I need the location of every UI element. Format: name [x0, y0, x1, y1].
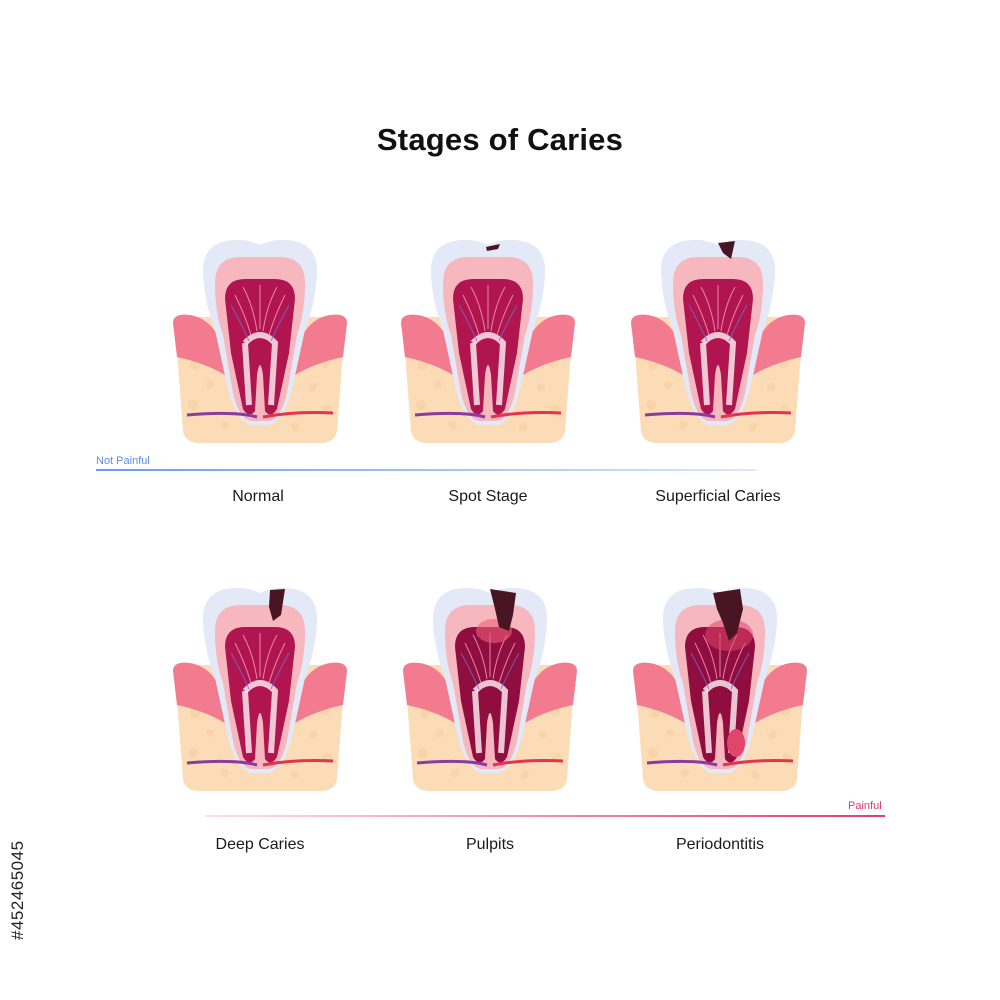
stage-label-deep-caries: Deep Caries [215, 836, 305, 853]
page-title: Stages of Caries [376, 122, 624, 157]
tooth-deep-caries [165, 583, 355, 798]
tooth-periodontitis [625, 583, 815, 798]
stage-label-spot-stage: Spot Stage [448, 488, 528, 505]
stock-id-watermark: #452465045 [6, 760, 30, 940]
tooth-spot-stage [393, 235, 583, 450]
tooth-pulpits [395, 583, 585, 798]
not-painful-label: Not Painful [96, 455, 150, 467]
stage-label-pulpits: Pulpits [465, 836, 515, 853]
stage-label-periodontitis: Periodontitis [675, 836, 765, 853]
tooth-normal [165, 235, 355, 450]
not-painful-line [96, 469, 756, 471]
stage-label-normal: Normal [232, 488, 284, 505]
stage-label-superficial-caries: Superficial Caries [655, 488, 781, 505]
painful-line [205, 815, 885, 817]
painful-label: Painful [848, 800, 882, 812]
stock-id-text: #452465045 [8, 840, 27, 940]
tooth-superficial-caries [623, 235, 813, 450]
